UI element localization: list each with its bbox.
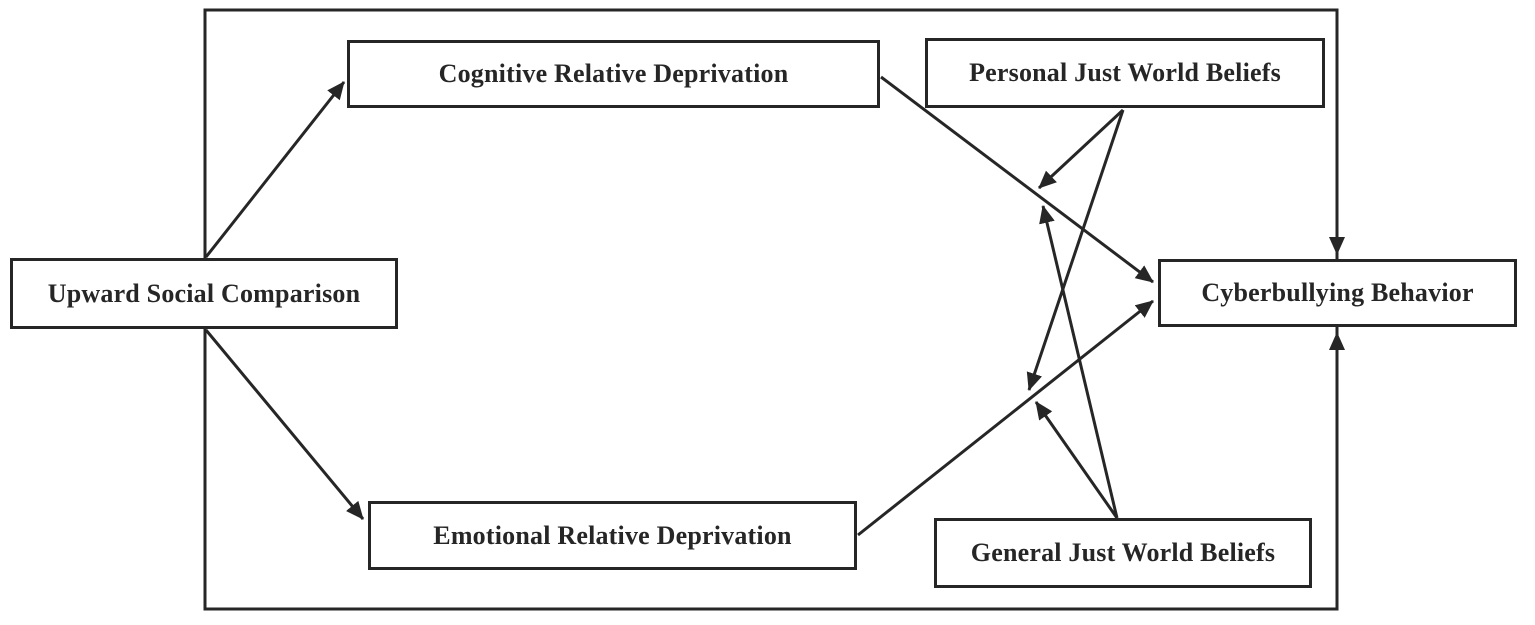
node-personal-just-world-beliefs: Personal Just World Beliefs [925, 38, 1325, 108]
node-cyberbullying-behavior: Cyberbullying Behavior [1158, 259, 1517, 327]
arrow-usc-to-emotional [204, 329, 365, 520]
arrow-general-jwb-to-cognitive-path [1039, 205, 1119, 519]
node-label-emotional-relative-deprivation: Emotional Relative Deprivation [433, 520, 792, 550]
arrow-usc-to-cognitive [204, 81, 346, 258]
node-label-general-just-world-beliefs: General Just World Beliefs [970, 538, 1276, 567]
arrow-general-jwb-to-emotional-path [1034, 401, 1119, 519]
node-label-upward-social-comparison: Upward Social Comparison [47, 278, 361, 308]
node-general-just-world-beliefs: General Just World Beliefs [934, 518, 1312, 588]
node-label-personal-just-world-beliefs: Personal Just World Beliefs [969, 58, 1281, 87]
node-emotional-relative-deprivation: Emotional Relative Deprivation [368, 501, 857, 570]
node-label-cognitive-relative-deprivation: Cognitive Relative Deprivation [438, 59, 789, 88]
arrow-personal-jwb-to-emotional-path [1026, 109, 1125, 391]
node-label-cyberbullying-behavior: Cyberbullying Behavior [1201, 278, 1474, 307]
node-cognitive-relative-deprivation: Cognitive Relative Deprivation [347, 40, 880, 108]
arrow-personal-jwb-to-cognitive-path [1037, 108, 1125, 190]
arrow-emotional-to-cyberbullying [857, 299, 1154, 537]
node-upward-social-comparison: Upward Social Comparison [10, 258, 398, 329]
arrow-cognitive-to-cyberbullying [880, 75, 1154, 284]
